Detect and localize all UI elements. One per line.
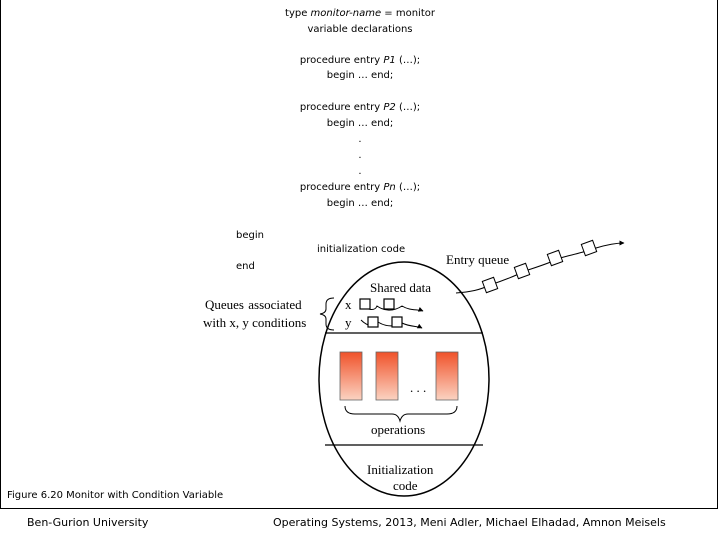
keyword-procedure-entry: procedure entry <box>299 55 384 66</box>
keyword-monitor: = monitor <box>381 8 435 19</box>
procedure-name: P1 <box>383 55 396 66</box>
figure-caption: Figure 6.20 Monitor with Condition Varia… <box>7 490 224 501</box>
procedure-args: (…); <box>395 102 421 113</box>
entry-queue-label: Entry queue <box>446 252 510 267</box>
code-dot: . <box>358 134 362 145</box>
queues-label-line1: Queues associated <box>205 297 302 312</box>
code-procedure-pn: procedure entry Pn (…); <box>300 182 420 194</box>
procedure-args: (…); <box>395 55 421 66</box>
entry-queue-box <box>513 262 531 280</box>
footer-university: Ben-Gurion University <box>27 516 149 529</box>
procedure-name: Pn <box>383 182 396 193</box>
initialization-label-line2: code <box>393 478 418 493</box>
code-dot: . <box>358 150 362 161</box>
entry-queue-box <box>546 249 564 267</box>
entry-queue-box <box>481 276 499 294</box>
code-body-p1: begin … end; <box>326 70 394 81</box>
queue-x-box <box>359 298 371 310</box>
code-body-p2: begin … end; <box>326 118 394 129</box>
monitor-name: monitor-name <box>310 8 382 19</box>
code-begin: begin <box>236 230 264 241</box>
operations-ellipsis: . . . <box>410 380 427 395</box>
condition-x-label: x <box>345 297 352 312</box>
code-dot: . <box>358 166 362 177</box>
code-initialization: initialization code <box>317 244 406 255</box>
keyword-procedure-entry: procedure entry <box>299 182 384 193</box>
operation-box <box>435 351 459 401</box>
queues-label-line2: with x, y conditions <box>203 315 307 330</box>
entry-queue-arrow <box>455 240 625 294</box>
operation-box <box>375 351 399 401</box>
condition-queues-brace <box>319 297 335 331</box>
keyword-type: type <box>285 8 311 19</box>
operations-label: operations <box>371 422 426 437</box>
operations-brace <box>344 405 458 423</box>
condition-y-label: y <box>345 315 352 330</box>
code-variable-declarations: variable declarations <box>307 24 413 35</box>
monitor-ellipse <box>318 261 490 497</box>
code-procedure-p2: procedure entry P2 (…); <box>300 102 420 114</box>
code-line-type: type monitor-name = monitor <box>285 8 435 20</box>
queue-x-box <box>383 298 395 310</box>
queue-x-arrow <box>360 303 424 312</box>
code-end: end <box>236 261 255 272</box>
operation-box <box>339 351 363 401</box>
queue-y-box <box>367 316 379 328</box>
entry-queue-box <box>580 239 598 257</box>
shared-data-label: Shared data <box>370 280 432 295</box>
keyword-procedure-entry: procedure entry <box>299 102 384 113</box>
initialization-label-line1: Initialization <box>367 462 434 477</box>
procedure-args: (…); <box>395 182 421 193</box>
slide-frame <box>0 0 718 509</box>
footer-course-credits: Operating Systems, 2013, Meni Adler, Mic… <box>273 516 666 529</box>
code-body-pn: begin … end; <box>326 198 394 209</box>
code-procedure-p1: procedure entry P1 (…); <box>300 55 420 67</box>
queue-y-box <box>391 316 403 328</box>
procedure-name: P2 <box>383 102 396 113</box>
